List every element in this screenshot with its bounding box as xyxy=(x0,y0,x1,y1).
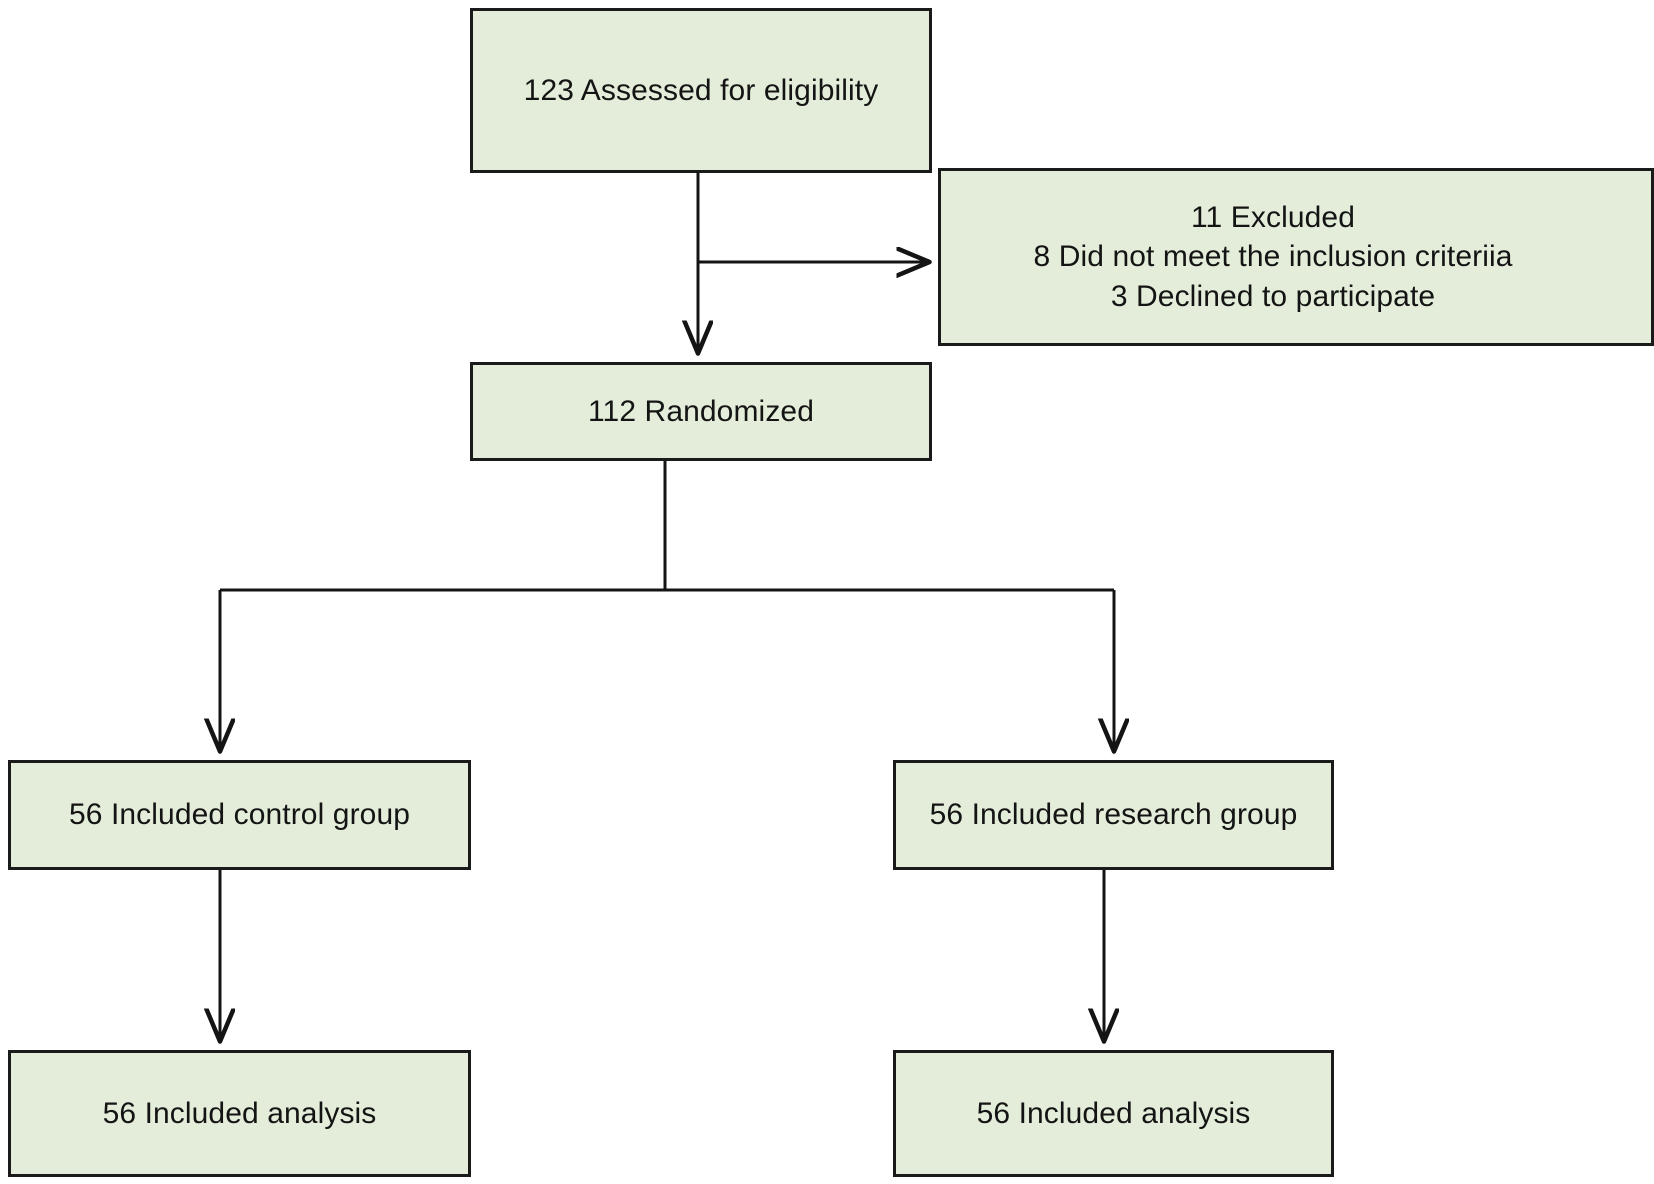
node-randomized-line-1: 112 Randomized xyxy=(588,394,814,428)
node-included-control-group: 56 Included control group xyxy=(8,760,471,870)
node-control-group-line-1: 56 Included control group xyxy=(68,798,411,832)
node-assessed-for-eligibility: 123 Assessed for eligibility xyxy=(470,8,932,173)
node-excluded-line-2: 8 Did not meet the inclusion criteriia xyxy=(1033,240,1513,274)
node-randomized: 112 Randomized xyxy=(470,362,932,461)
node-included-analysis-control: 56 Included analysis xyxy=(8,1050,471,1177)
node-analysis-right-line-1: 56 Included analysis xyxy=(976,1096,1251,1130)
node-research-group-line-1: 56 Included research group xyxy=(929,798,1298,832)
node-analysis-left-line-1: 56 Included analysis xyxy=(102,1096,377,1130)
node-excluded-line-3: 3 Declined to participate xyxy=(1110,279,1436,313)
node-excluded: 11 Excluded 8 Did not meet the inclusion… xyxy=(938,168,1654,346)
edge-randomized-split xyxy=(220,461,1114,592)
node-assessed-line-1: 123 Assessed for eligibility xyxy=(523,73,879,107)
node-excluded-line-1: 11 Excluded xyxy=(1191,200,1355,234)
node-included-analysis-research: 56 Included analysis xyxy=(893,1050,1334,1177)
node-included-research-group: 56 Included research group xyxy=(893,760,1334,870)
